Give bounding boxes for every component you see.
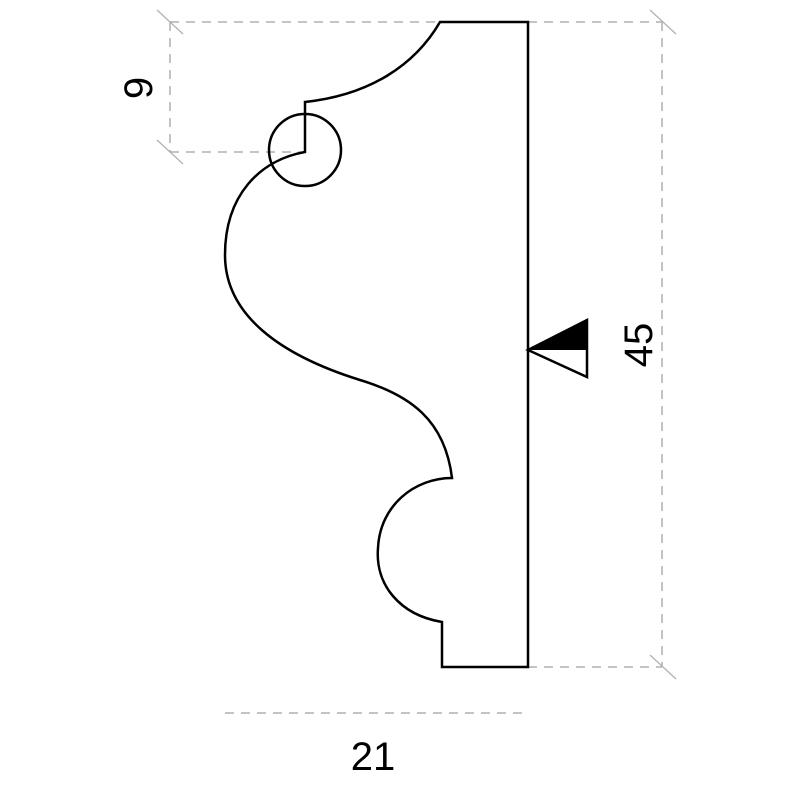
- detail-circle: [267, 112, 343, 188]
- tick-mark: [156, 139, 184, 165]
- tick-mark: [649, 654, 677, 680]
- height-label: 45: [617, 323, 661, 368]
- surface-triangle-icon: [525, 317, 589, 379]
- offset-label: 9: [117, 77, 161, 99]
- width-label: 21: [351, 735, 396, 779]
- molding-profile-outline: [223, 20, 530, 669]
- tick-mark: [649, 9, 677, 35]
- dimension-lines: [156, 9, 677, 714]
- tick-mark: [156, 9, 184, 35]
